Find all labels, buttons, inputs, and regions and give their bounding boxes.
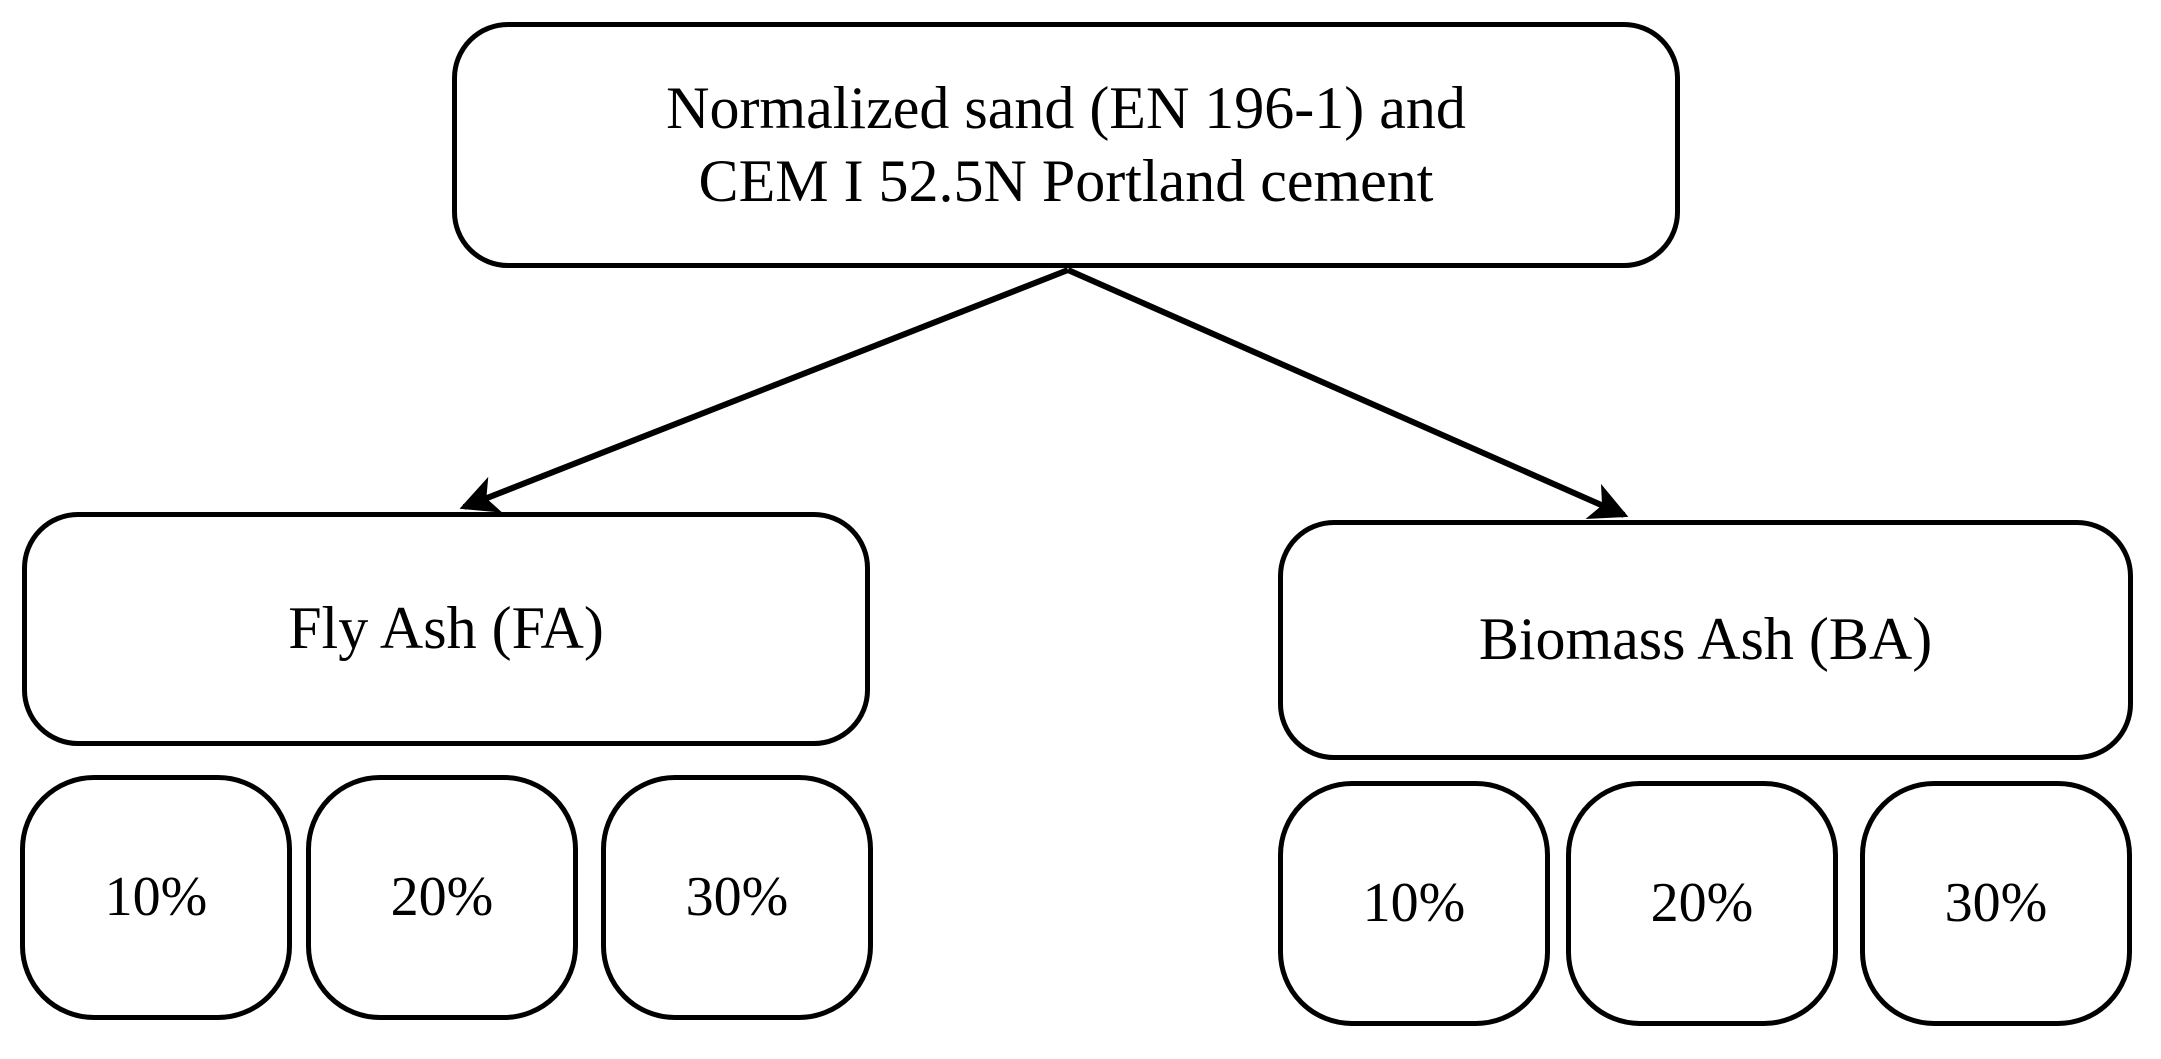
node-root-label: Normalized sand (EN 196-1) and CEM I 52.… bbox=[666, 74, 1466, 214]
node-fly-ash-dosage-20-label: 20% bbox=[390, 866, 494, 929]
node-fly-ash-dosage-10-label: 10% bbox=[104, 866, 208, 929]
node-fly-ash[interactable]: Fly Ash (FA) bbox=[22, 512, 870, 746]
node-biomass-ash-dosage-20[interactable]: 20% bbox=[1566, 781, 1838, 1026]
node-biomass-ash-dosage-30-label: 30% bbox=[1944, 872, 2048, 935]
node-biomass-ash[interactable]: Biomass Ash (BA) bbox=[1278, 520, 2133, 760]
node-fly-ash-dosage-30-label: 30% bbox=[685, 866, 789, 929]
node-fly-ash-label: Fly Ash (FA) bbox=[288, 595, 604, 662]
node-biomass-ash-dosage-10-label: 10% bbox=[1362, 872, 1466, 935]
node-biomass-ash-dosage-10[interactable]: 10% bbox=[1278, 781, 1550, 1026]
node-biomass-ash-label: Biomass Ash (BA) bbox=[1478, 606, 1933, 673]
node-fly-ash-dosage-10[interactable]: 10% bbox=[20, 775, 292, 1020]
node-fly-ash-dosage-20[interactable]: 20% bbox=[306, 775, 578, 1020]
node-biomass-ash-dosage-30[interactable]: 30% bbox=[1860, 781, 2132, 1026]
node-biomass-ash-dosage-20-label: 20% bbox=[1650, 872, 1754, 935]
node-root-materials[interactable]: Normalized sand (EN 196-1) and CEM I 52.… bbox=[452, 22, 1680, 268]
arrow-root-to-biomass-ash bbox=[1066, 267, 1629, 520]
node-fly-ash-dosage-30[interactable]: 30% bbox=[601, 775, 873, 1020]
arrow-root-to-fly-ash bbox=[459, 267, 1070, 513]
